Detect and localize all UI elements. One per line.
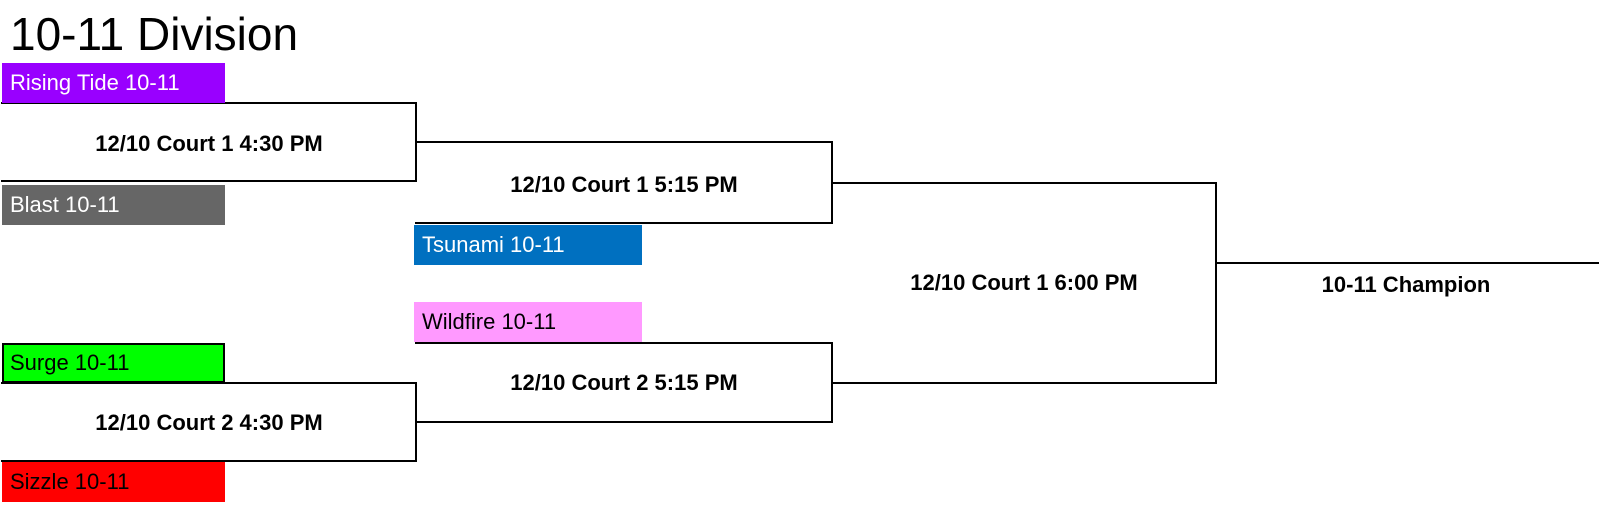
team-surge: Surge 10-11 bbox=[2, 343, 225, 383]
team-tsunami: Tsunami 10-11 bbox=[414, 225, 642, 265]
page-title: 10-11 Division bbox=[10, 8, 299, 60]
match-label-r1-top: 12/10 Court 1 4:30 PM bbox=[95, 131, 323, 156]
match-label-final: 12/10 Court 1 6:00 PM bbox=[910, 270, 1138, 295]
team-blast: Blast 10-11 bbox=[2, 185, 225, 225]
match-label-r1-bottom: 12/10 Court 2 4:30 PM bbox=[95, 410, 323, 435]
match-label-r2-top: 12/10 Court 1 5:15 PM bbox=[510, 172, 738, 197]
team-rising-tide: Rising Tide 10-11 bbox=[2, 63, 225, 103]
team-wildfire: Wildfire 10-11 bbox=[414, 302, 642, 342]
match-label-r2-bottom: 12/10 Court 2 5:15 PM bbox=[510, 370, 738, 395]
team-sizzle: Sizzle 10-11 bbox=[2, 462, 225, 502]
bracket-line-final bbox=[831, 182, 1217, 384]
champion-label: 10-11 Champion bbox=[1321, 272, 1491, 297]
